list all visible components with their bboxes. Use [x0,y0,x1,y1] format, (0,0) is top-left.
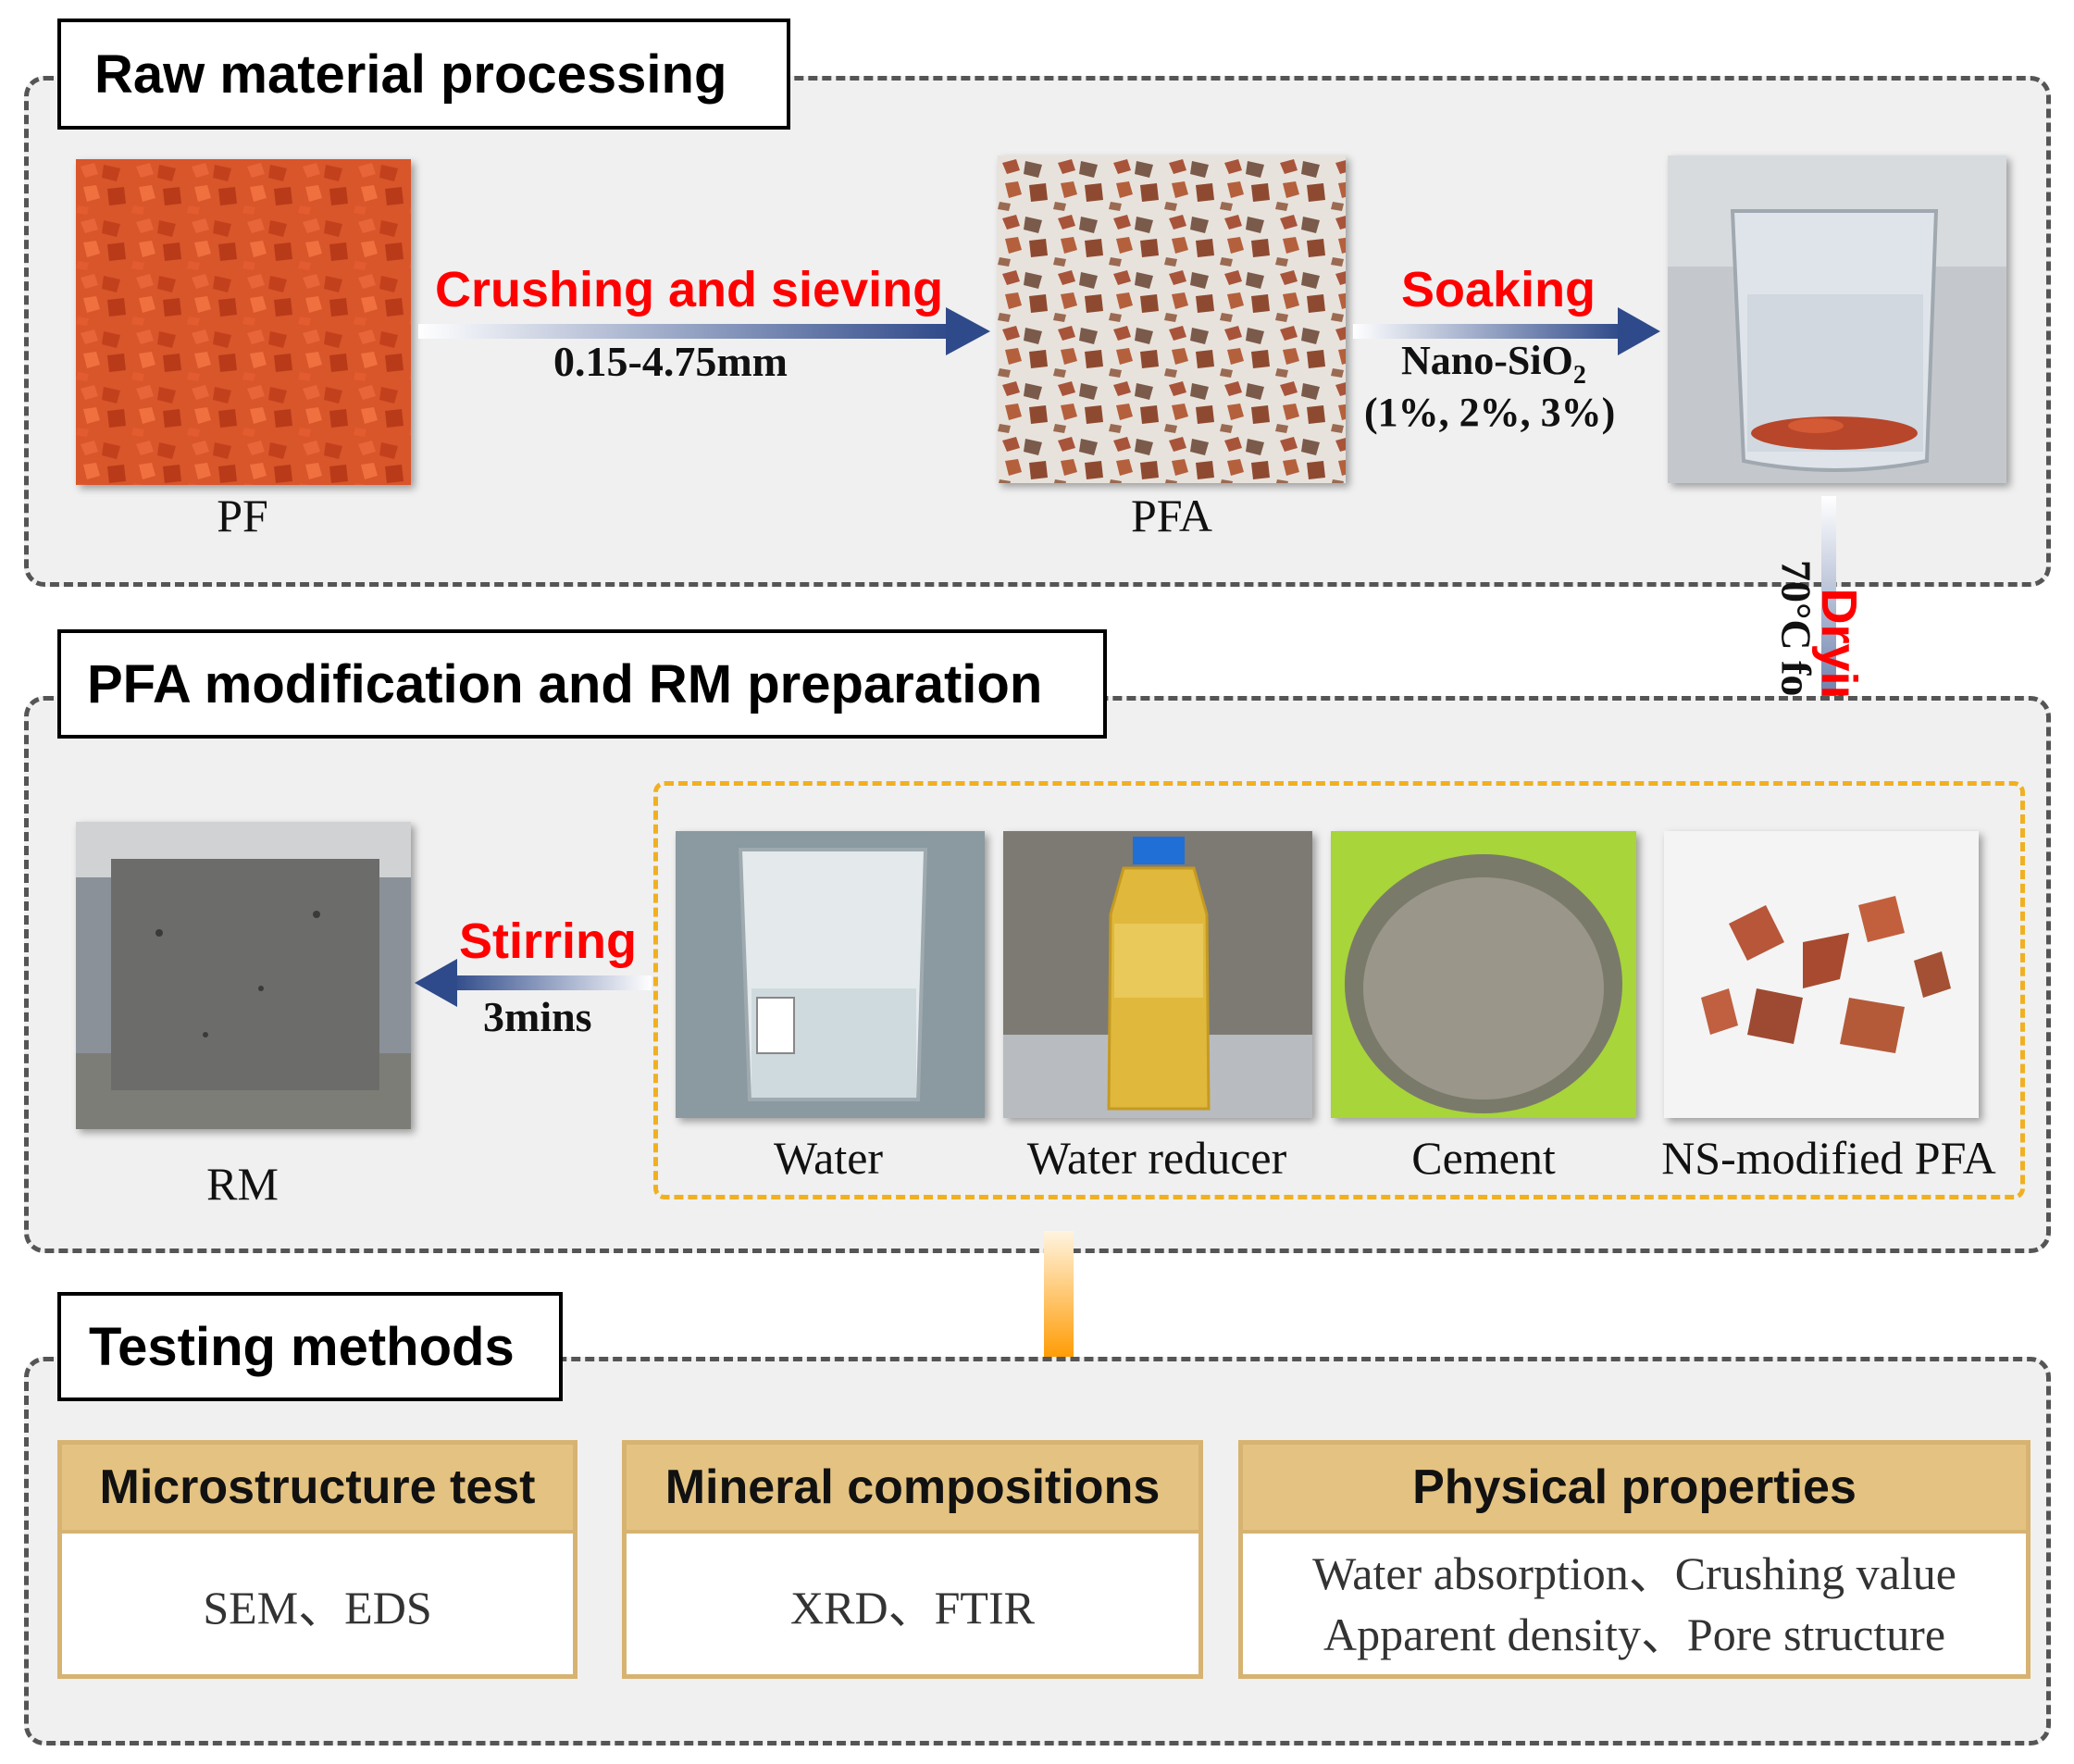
physical-properties-header: Physical properties [1243,1445,2026,1530]
soaking-nano-sub: 2 [1572,360,1586,390]
stirring-arrow [415,959,652,1007]
crushing-arrow [418,307,990,355]
mineral-compositions-body: XRD、FTIR [627,1530,1198,1674]
microstructure-test-methods: SEM、EDS [203,1582,432,1634]
ns-modified-pfa-label: NS-modified PFA [1661,1132,1996,1184]
physical-properties-line-1: Water absorption、Crushing value [1312,1547,1956,1599]
mineral-compositions-methods: XRD、FTIR [790,1582,1035,1634]
soaking-nano: Nano-SiO2 [1401,337,1586,391]
physical-properties-body: Water absorption、Crushing value Apparent… [1243,1530,2026,1674]
stirring-duration: 3mins [483,993,592,1040]
rm-photo [76,822,411,1129]
raw-material-title: Raw material processing [57,19,790,130]
soaking-label: Soaking [1401,262,1596,317]
soaking-percent: (1%, 2%, 3%) [1364,390,1616,435]
microstructure-test-body: SEM、EDS [62,1530,573,1674]
mineral-compositions-header: Mineral compositions [627,1445,1198,1530]
water-photo [676,831,985,1118]
testing-title: Testing methods [57,1292,563,1401]
crushing-size: 0.15-4.75mm [553,338,788,385]
pf-label: PF [217,490,268,541]
physical-properties-box: Physical properties Water absorption、Cru… [1238,1440,2031,1679]
ingredients-box [653,781,2025,1199]
pf-photo [76,159,411,485]
crushing-label: Crushing and sieving [435,262,944,317]
water-reducer-photo [1003,831,1312,1118]
mineral-compositions-box: Mineral compositions XRD、FTIR [622,1440,1203,1679]
water-reducer-label: Water reducer [1026,1132,1287,1184]
microstructure-test-box: Microstructure test SEM、EDS [57,1440,577,1679]
soaking-beaker-photo [1668,155,2006,483]
soaking-nano-main: Nano-SiO [1401,338,1573,383]
modification-title: PFA modification and RM preparation [57,629,1107,739]
ns-modified-pfa-photo [1664,831,1979,1118]
microstructure-test-header: Microstructure test [62,1445,573,1530]
water-label: Water [773,1132,884,1184]
cement-label: Cement [1411,1132,1556,1184]
pfa-label: PFA [1130,490,1212,541]
cement-photo [1331,831,1636,1118]
stirring-label: Stirring [459,913,638,969]
rm-label: RM [206,1158,279,1210]
soaking-arrow [1353,307,1660,355]
physical-properties-line-2: Apparent density、Pore structure [1323,1609,1946,1660]
pfa-photo [998,155,1346,483]
